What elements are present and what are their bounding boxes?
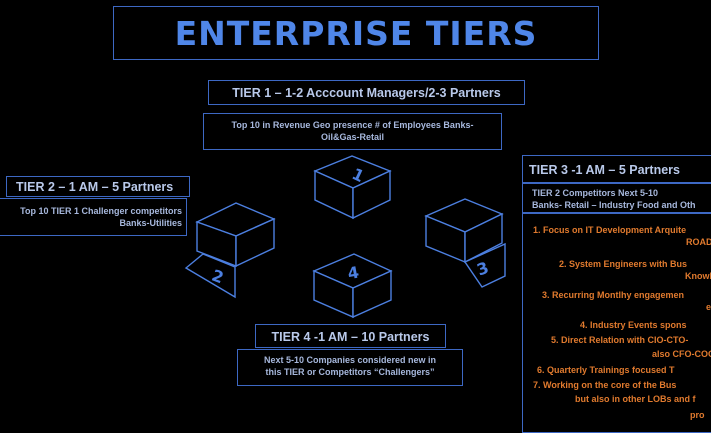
cube-4-label: 4	[346, 263, 360, 284]
cube-tier-1: 1	[313, 155, 392, 220]
tier3-list: 1. Focus on IT Development Arquite ROAD …	[522, 213, 711, 433]
tier2-desc-line2: Banks-Utilities	[119, 218, 182, 228]
tier3-item: 4. Industry Events spons	[580, 320, 687, 330]
tier3-item: ROAD	[686, 237, 711, 247]
title-box: ENTERPRISE TIERS	[113, 6, 599, 60]
cube-tier-4: 4	[312, 253, 393, 319]
tier1-desc-line1: Top 10 in Revenue Geo presence # of Empl…	[231, 120, 474, 130]
tier3-item: also CFO-COO	[652, 349, 711, 359]
tier3-item: but also in other LOBs and f	[575, 394, 696, 404]
tier1-heading: TIER 1 – 1-2 Acccount Managers/2-3 Partn…	[208, 80, 525, 105]
tier3-item: pro	[690, 410, 705, 420]
tier2-heading: TIER 2 – 1 AM – 5 Partners	[6, 176, 190, 197]
tier3-item: e	[706, 302, 711, 312]
tier3-desc-line1: TIER 2 Competitors Next 5-10	[532, 188, 659, 198]
tier3-item: 2. System Engineers with Bus	[559, 259, 688, 269]
tier3-item: 7. Working on the core of the Bus	[533, 380, 677, 390]
tier3-item: 1. Focus on IT Development Arquite	[533, 225, 687, 235]
tier3-desc-line2: Banks- Retail – Industry Food and Oth	[532, 200, 696, 210]
tier3-item: Knowl	[685, 271, 711, 281]
tier2-description: Top 10 TIER 1 Challenger competitors Ban…	[0, 198, 187, 236]
tier3-item: 6. Quarterly Trainings focused T	[537, 365, 675, 375]
tier3-item: 3. Recurring Montlhy engagemen	[542, 290, 685, 300]
tier4-heading: TIER 4 -1 AM – 10 Partners	[255, 324, 446, 348]
tier2-desc-line1: Top 10 TIER 1 Challenger competitors	[20, 206, 182, 216]
cube-tier-3: 3	[424, 198, 506, 288]
tier3-heading: TIER 3 -1 AM – 5 Partners	[522, 155, 711, 183]
tier4-description: Next 5-10 Companies considered new in th…	[237, 349, 463, 386]
tier4-desc-line2: this TIER or Competitors “Challengers”	[265, 367, 435, 377]
tier1-desc-line2: Oil&Gas-Retail	[320, 132, 385, 142]
tier4-desc-line1: Next 5-10 Companies considered new in	[263, 355, 437, 365]
tier3-item: 5. Direct Relation with CIO-CTO-	[551, 335, 689, 345]
tier1-description: Top 10 in Revenue Geo presence # of Empl…	[203, 113, 502, 150]
page-title: ENTERPRISE TIERS	[174, 14, 538, 53]
tier3-description: TIER 2 Competitors Next 5-10 Banks- Reta…	[522, 183, 711, 213]
cube-tier-2: 2	[184, 202, 276, 299]
